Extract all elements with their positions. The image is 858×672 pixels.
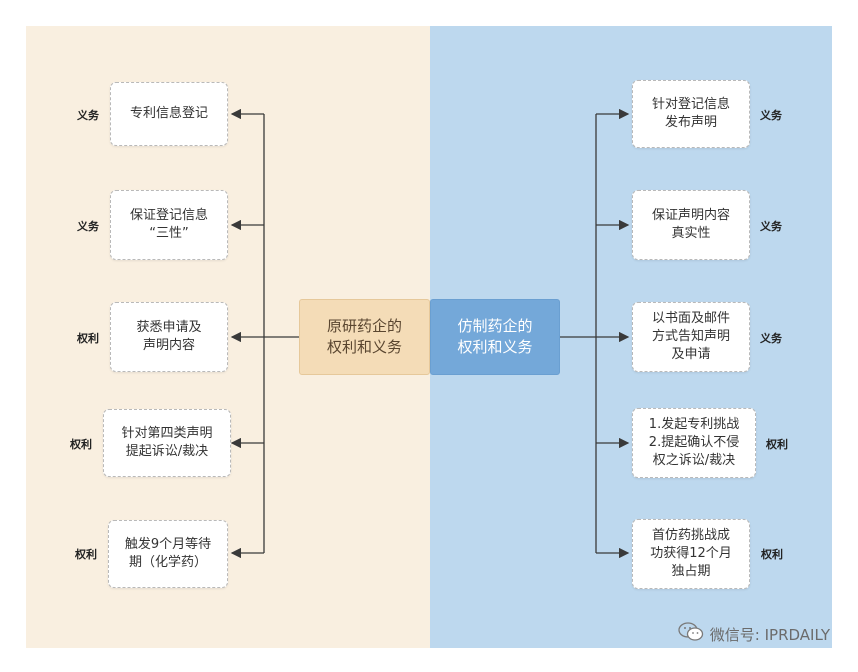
left-item-1: 专利信息登记: [110, 82, 228, 146]
right-tag-3: 义务: [760, 332, 782, 345]
left-tag-1: 义务: [77, 109, 99, 122]
left-item-2: 保证登记信息 “三性”: [110, 190, 228, 260]
left-tag-2: 义务: [77, 220, 99, 233]
right-tag-2: 义务: [760, 220, 782, 233]
left-item-3: 获悉申请及 声明内容: [110, 302, 228, 372]
right-item-1: 针对登记信息 发布声明: [632, 80, 750, 148]
right-item-2: 保证声明内容 真实性: [632, 190, 750, 260]
left-item-5: 触发9个月等待 期（化学药）: [108, 520, 228, 588]
wechat-icon: [678, 622, 704, 646]
center-node-generic: 仿制药企的 权利和义务: [430, 299, 560, 375]
center-node-originator: 原研药企的 权利和义务: [299, 299, 430, 375]
watermark-text: 微信号: IPRDAILY: [709, 625, 830, 644]
right-item-3: 以书面及邮件 方式告知声明 及申请: [632, 302, 750, 372]
left-tag-4: 权利: [70, 438, 92, 451]
right-tag-1: 义务: [760, 109, 782, 122]
right-tag-5: 权利: [761, 548, 783, 561]
left-tag-5: 权利: [75, 548, 97, 561]
watermark: 微信号: IPRDAILY: [678, 622, 830, 646]
right-tag-4: 权利: [766, 438, 788, 451]
left-item-4: 针对第四类声明 提起诉讼/裁决: [103, 409, 231, 477]
right-item-4: 1.发起专利挑战 2.提起确认不侵 权之诉讼/裁决: [632, 408, 756, 478]
right-item-5: 首仿药挑战成 功获得12个月 独占期: [632, 519, 750, 589]
left-tag-3: 权利: [77, 332, 99, 345]
